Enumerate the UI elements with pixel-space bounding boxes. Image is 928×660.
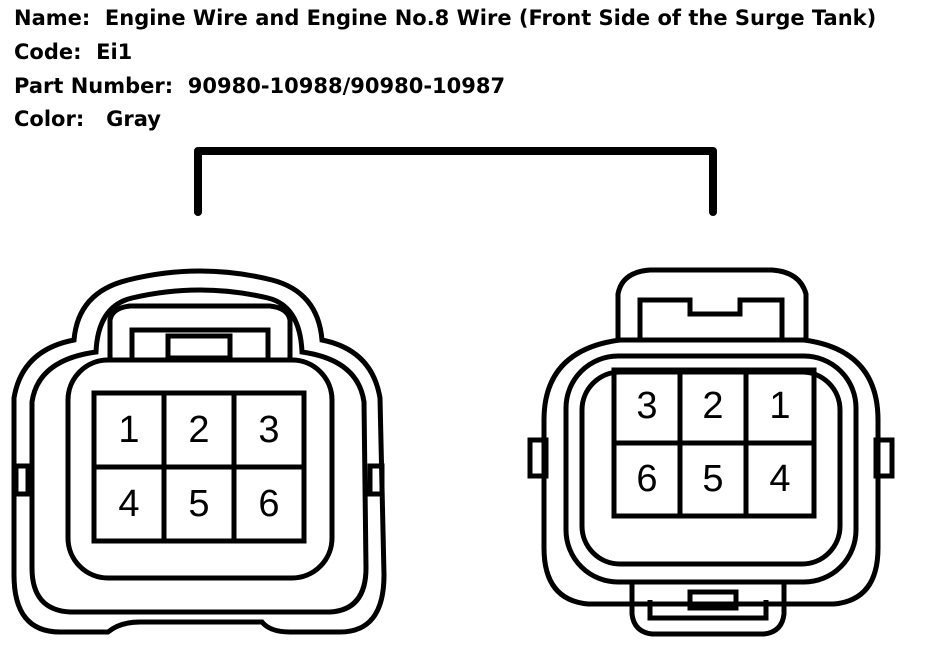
right-pin-label: 2	[702, 385, 723, 427]
right-connector-outer-shell	[541, 337, 881, 607]
right-pin-label: 5	[702, 458, 723, 500]
left-connector-pins: 1 2 3 4 5 6	[118, 409, 279, 525]
left-connector	[11, 268, 387, 635]
right-connector-top-tab-inner	[637, 297, 785, 342]
left-connector-lock-tab	[107, 303, 293, 358]
right-connector-pins: 3 2 1 6 5 4	[636, 385, 790, 500]
right-pin-label: 1	[769, 385, 790, 427]
code-line: Code: Ei1	[14, 40, 132, 64]
mating-bracket	[194, 147, 717, 216]
right-pin-label: 6	[636, 458, 657, 500]
left-pin-label: 4	[118, 483, 139, 525]
left-pin-label: 6	[258, 483, 279, 525]
left-pin-label: 3	[258, 409, 279, 451]
left-pin-label: 2	[188, 409, 209, 451]
right-connector-bottom-latch	[629, 584, 787, 637]
name-value: Engine Wire and Engine No.8 Wire (Front …	[104, 6, 877, 30]
right-connector	[527, 267, 895, 637]
left-pin-label: 1	[118, 409, 139, 451]
right-connector-bottom-latch-inner	[647, 600, 769, 621]
left-pin-label: 5	[188, 483, 209, 525]
left-connector-lock-latch	[165, 333, 233, 361]
right-connector-bottom-latch-slot	[687, 589, 739, 611]
name-line: Name: Engine Wire and Engine No.8 Wire (…	[14, 6, 876, 30]
left-connector-inner-shell	[29, 287, 369, 615]
part-number-line: Part Number: 90980-10988/90980-10987	[14, 74, 505, 98]
name-label: Name:	[14, 6, 91, 30]
part-number-value: 90980-10988/90980-10987	[187, 74, 506, 98]
right-connector-side-bump-right	[873, 437, 895, 479]
right-connector-side-bump-left	[527, 437, 549, 479]
left-connector-face	[65, 357, 335, 581]
color-label: Color:	[14, 107, 85, 131]
left-connector-side-bump-right	[367, 463, 385, 497]
right-pin-label: 3	[636, 385, 657, 427]
code-label: Code:	[14, 40, 82, 64]
left-connector-side-bump-left	[13, 463, 31, 497]
right-connector-inner-shell	[563, 353, 859, 585]
color-line: Color: Gray	[14, 107, 161, 131]
code-value: Ei1	[96, 40, 133, 64]
right-pin-label: 4	[769, 458, 790, 500]
color-value: Gray	[106, 107, 161, 131]
right-connector-top-tab	[615, 267, 809, 342]
part-number-label: Part Number:	[14, 74, 174, 98]
left-connector-outer-shell	[11, 268, 387, 635]
left-connector-lock-arms	[129, 327, 271, 358]
